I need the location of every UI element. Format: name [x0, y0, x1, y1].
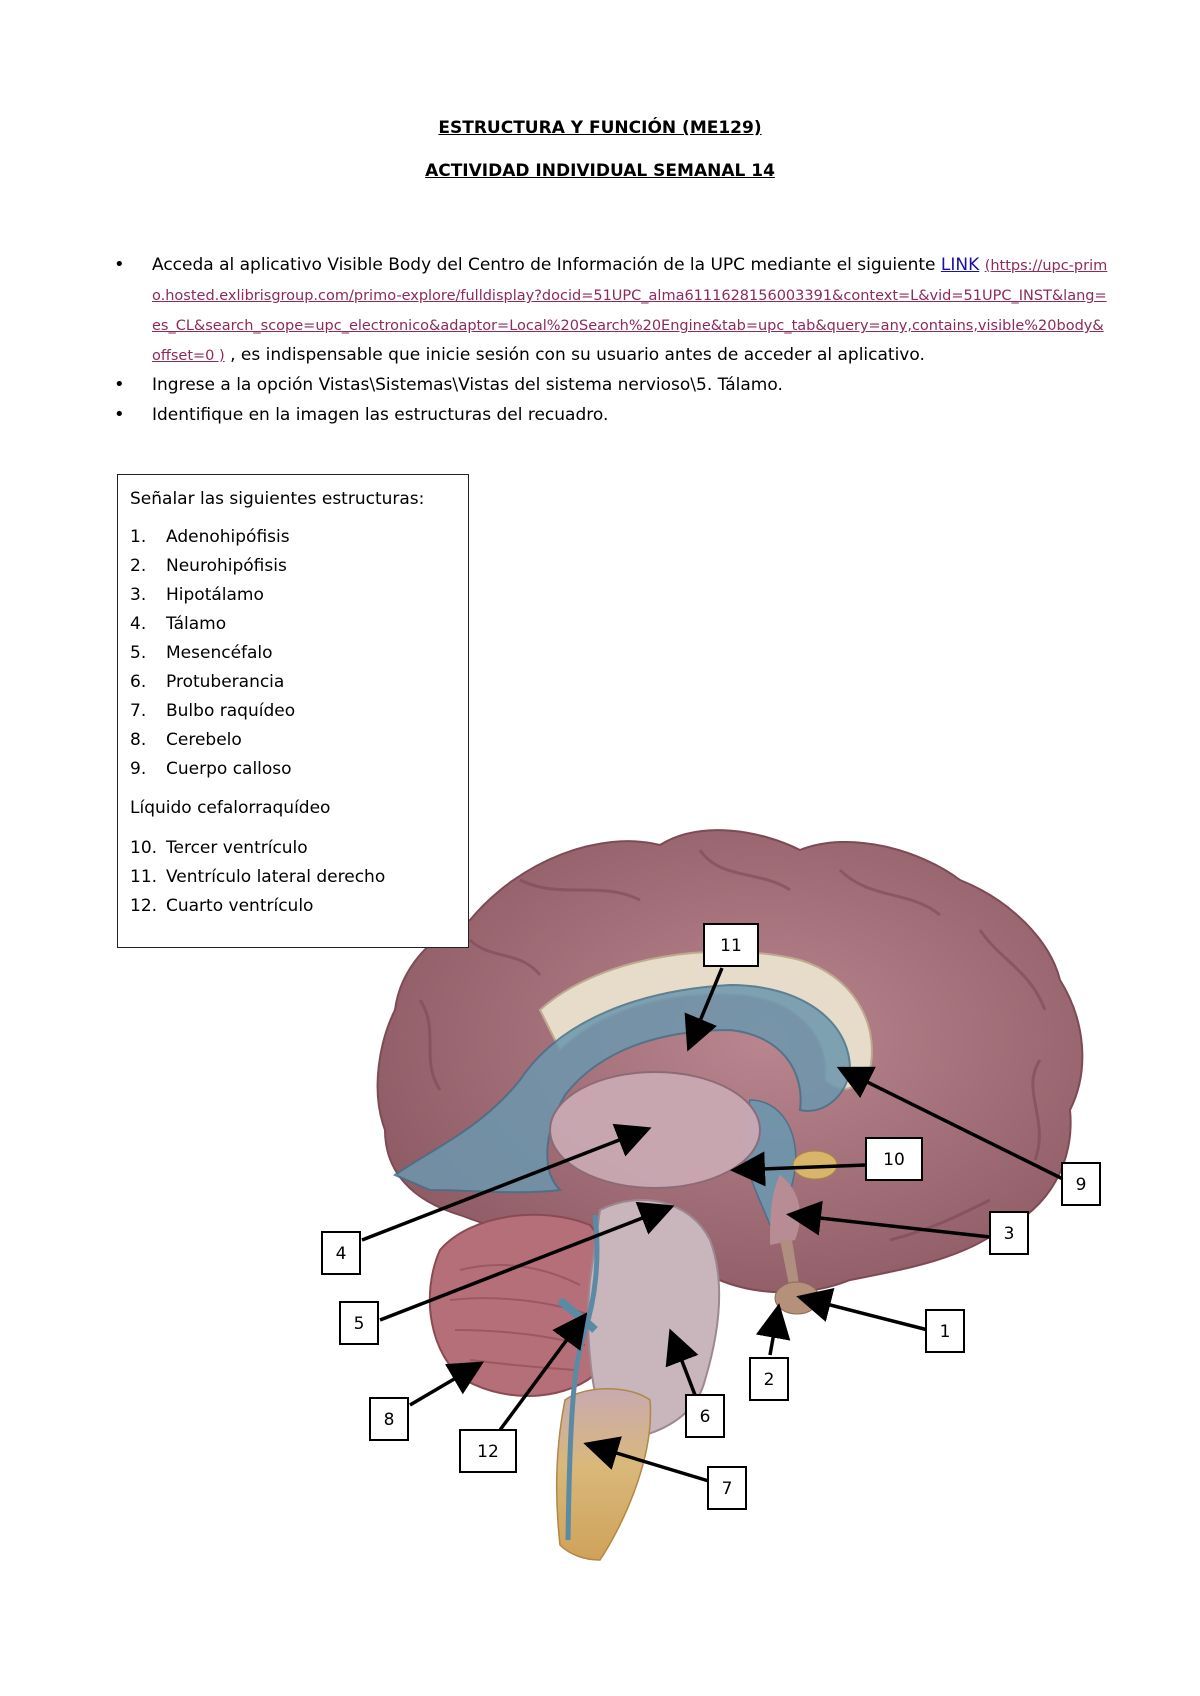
box-heading: Señalar las siguientes estructuras:	[130, 489, 425, 509]
csf-item: 11.Ventrículo lateral derecho	[130, 867, 386, 887]
label-12: 12	[459, 1429, 517, 1473]
arrow-2	[755, 1303, 791, 1356]
label-7: 7	[707, 1466, 747, 1510]
arrow-4	[361, 1123, 652, 1242]
structure-item: 1.Adenohipófisis	[130, 527, 290, 547]
structure-item: 7.Bulbo raquídeo	[130, 701, 296, 721]
csf-list: 10.Tercer ventrículo 11.Ventrículo later…	[130, 834, 456, 921]
label-9: 9	[1061, 1162, 1101, 1206]
structure-item: 4.Tálamo	[130, 614, 227, 634]
svg-text:4: 4	[336, 1244, 347, 1264]
brainstem	[587, 1199, 721, 1442]
svg-text:5: 5	[354, 1314, 365, 1334]
svg-text:10: 10	[883, 1150, 905, 1170]
label-11: 11	[703, 923, 759, 967]
arrow-3	[786, 1200, 991, 1239]
svg-text:2: 2	[764, 1370, 775, 1390]
csf-item: 12.Cuarto ventrículo	[130, 896, 314, 916]
structure-item: 5.Mesencéfalo	[130, 643, 273, 663]
label-1: 1	[925, 1309, 965, 1353]
instruction-1-suffix: , es indispensable que inicie sesión con…	[224, 345, 925, 365]
label-3: 3	[989, 1211, 1029, 1255]
structure-item: 8.Cerebelo	[130, 730, 242, 750]
pituitary-stalk	[780, 1240, 800, 1290]
gyri-texture	[418, 849, 1047, 1242]
label-4: 4	[321, 1231, 361, 1275]
thalamus	[549, 1071, 761, 1189]
pituitary-gland	[774, 1281, 820, 1315]
csf-heading: Líquido cefalorraquídeo	[130, 798, 331, 818]
structure-item: 2.Neurohipófisis	[130, 556, 287, 576]
svg-text:11: 11	[720, 936, 742, 956]
arrow-11	[684, 967, 724, 1052]
label-8: 8	[369, 1397, 409, 1441]
label-boxes: 11 9 10 3 4 5 1 2	[321, 923, 1101, 1510]
arrow-9	[836, 1066, 1066, 1182]
svg-text:9: 9	[1076, 1175, 1087, 1195]
arrow-10	[730, 1151, 867, 1187]
svg-text:6: 6	[700, 1407, 711, 1427]
label-5: 5	[339, 1301, 379, 1345]
arrow-6	[665, 1328, 699, 1396]
structure-list: 1.Adenohipófisis 2.Neurohipófisis 3.Hipo…	[130, 523, 456, 784]
arrow-5	[379, 1201, 675, 1322]
svg-text:8: 8	[384, 1410, 395, 1430]
arrow-1	[796, 1287, 929, 1332]
instruction-list: Acceda al aplicativo Visible Body del Ce…	[112, 250, 1112, 430]
svg-text:12: 12	[477, 1442, 499, 1462]
page-subtitle: ACTIVIDAD INDIVIDUAL SEMANAL 14	[425, 161, 775, 181]
csf-item: 10.Tercer ventrículo	[130, 838, 308, 858]
structures-box: Señalar las siguientes estructuras: 1.Ad…	[117, 474, 469, 948]
instruction-item-1: Acceda al aplicativo Visible Body del Ce…	[112, 250, 1112, 370]
label-6: 6	[685, 1394, 725, 1438]
medulla	[555, 1388, 652, 1561]
link-url[interactable]: (https://upc-primo.hosted.exlibrisgroup.…	[152, 258, 1108, 364]
arrow-12	[498, 1312, 588, 1432]
lateral-ventricle	[392, 983, 852, 1194]
link-anchor[interactable]: LINK	[940, 255, 980, 275]
svg-text:3: 3	[1004, 1224, 1015, 1244]
instruction-item-3: Identifique en la imagen las estructuras…	[112, 400, 1112, 430]
svg-text:1: 1	[940, 1322, 951, 1342]
arrow-8	[409, 1361, 485, 1407]
instruction-1-text: Acceda al aplicativo Visible Body del Ce…	[152, 255, 941, 275]
instruction-item-2: Ingrese a la opción Vistas\Sistemas\Vist…	[112, 370, 1112, 400]
structure-item: 9.Cuerpo calloso	[130, 759, 292, 779]
page-title: ESTRUCTURA Y FUNCIÓN (ME129)	[438, 118, 762, 138]
svg-text:7: 7	[722, 1479, 733, 1499]
label-2: 2	[749, 1357, 789, 1401]
label-arrows	[361, 967, 1066, 1484]
structure-item: 3.Hipotálamo	[130, 585, 264, 605]
arrow-7	[583, 1436, 713, 1484]
structure-item: 6.Protuberancia	[130, 672, 285, 692]
label-10: 10	[865, 1137, 923, 1181]
